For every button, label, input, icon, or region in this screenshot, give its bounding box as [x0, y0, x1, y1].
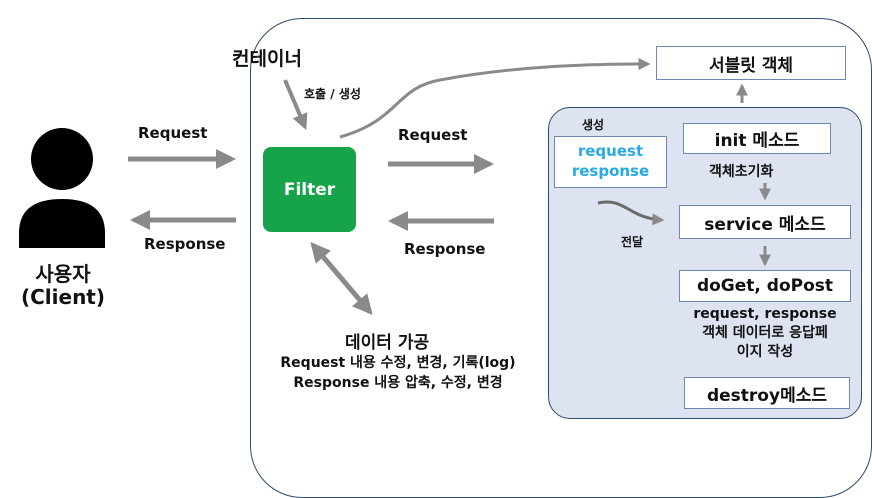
- connector-layer: [128, 58, 771, 316]
- service-method-box: service 메소드: [679, 205, 851, 239]
- container-title: 컨테이너: [232, 48, 302, 70]
- servlet-object-box: 서블릿 객체: [656, 46, 846, 80]
- client-request-label: Request: [138, 124, 208, 142]
- init-method-box: init 메소드: [683, 123, 831, 154]
- request-object-label: request: [577, 142, 644, 160]
- arrow-filter-to-servlet-object: [339, 58, 651, 139]
- client-response-label: Response: [144, 235, 226, 253]
- arrow-filter-processing: [310, 241, 373, 316]
- response-object-label: response: [571, 162, 650, 180]
- processing-title: 데이터 가공: [345, 333, 430, 353]
- filter-box: Filter: [263, 147, 356, 232]
- client-sublabel: (Client): [20, 285, 106, 309]
- filter-response-label: Response: [404, 240, 486, 258]
- user-icon: [19, 128, 105, 248]
- destroy-method-box: destroy메소드: [684, 377, 850, 409]
- processing-line: Response 내용 압축, 수정, 변경: [293, 375, 503, 391]
- create-label: 생성: [582, 118, 605, 132]
- arrow-call-create: [283, 79, 308, 130]
- client-label: 사용자: [35, 262, 91, 286]
- request-response-box: request response: [554, 136, 667, 188]
- arrow-deliver: [597, 200, 665, 226]
- processing-line: Request 내용 수정, 변경, 기록(log): [280, 355, 516, 371]
- init-desc: 객체초기화: [709, 164, 774, 180]
- call-create-label: 호출 / 생성: [304, 87, 361, 101]
- doget-desc-line: 객체 데이터로 응답페: [702, 325, 828, 341]
- filter-request-label: Request: [398, 126, 468, 144]
- deliver-label: 전달: [621, 235, 644, 249]
- doget-dopost-box: doGet, doPost: [679, 270, 851, 302]
- doget-desc-line: 이지 작성: [736, 344, 794, 360]
- doget-desc-line: request, response: [693, 306, 837, 322]
